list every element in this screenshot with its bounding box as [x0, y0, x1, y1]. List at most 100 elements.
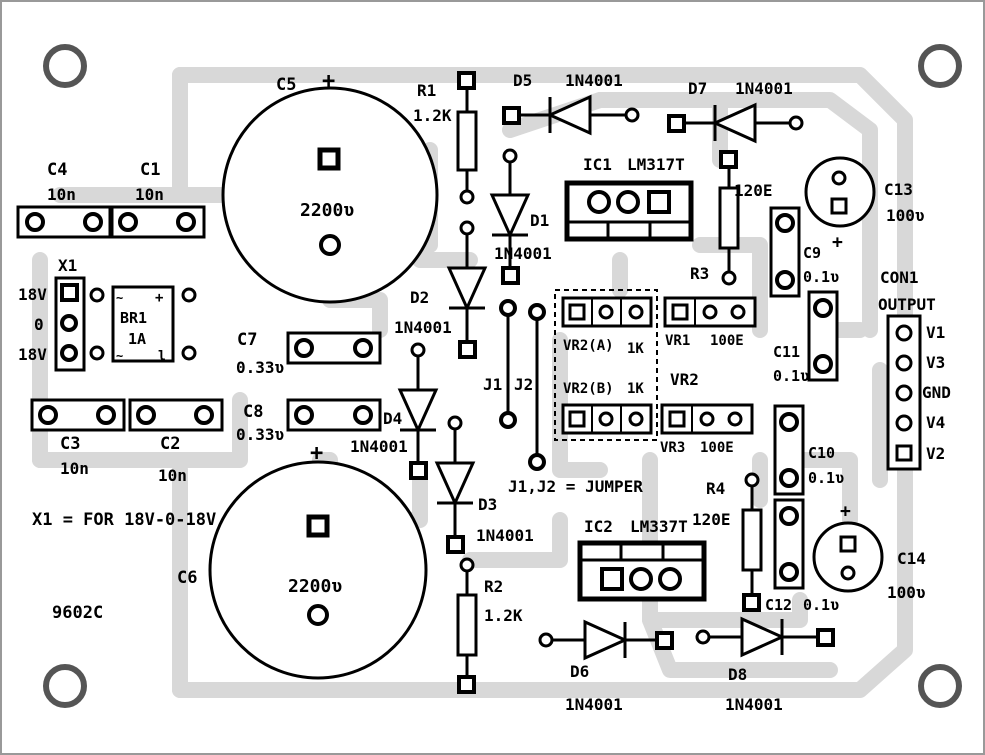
d2-value: 1N4001 [394, 318, 452, 337]
diode-d5: D5 1N4001 [502, 71, 640, 136]
c9-value: 0.1ʋ [803, 268, 839, 286]
ic1-value: LM317T [627, 155, 685, 174]
bridge-rectifier-br1: ~ ~ + l BR1 1A [89, 285, 197, 364]
c13-ref: C13 [884, 180, 913, 199]
diode-d4: D4 1N4001 [350, 342, 439, 480]
mount-hole [918, 44, 962, 88]
potentiometer-vr3: VR3 100E [660, 403, 754, 456]
d6-ref: D6 [570, 662, 589, 681]
con1-pin-v3: V3 [926, 353, 945, 372]
diode-d1: D1 1N4001 [489, 148, 552, 285]
resistor-r2: R2 1.2K [456, 557, 523, 694]
c1-ref: C1 [140, 160, 160, 180]
j1-ref: J1 [483, 375, 502, 394]
d8-value: 1N4001 [725, 695, 783, 714]
capacitor-c7: C7 0.33ʋ [236, 330, 382, 377]
vr3-ref: VR3 [660, 440, 685, 456]
c10-ref: C10 [808, 444, 835, 462]
c2-value: 10n [158, 466, 187, 485]
c10-value: 0.1ʋ [808, 469, 844, 487]
capacitor-c3: C3 10n [30, 398, 126, 478]
r3-value: 120E [734, 181, 773, 200]
svg-text:~: ~ [116, 291, 123, 305]
vr2-ref: VR2 [670, 370, 699, 389]
capacitor-c14: + C14 100ʋ [812, 501, 926, 602]
capacitor-c8: C8 0.33ʋ [236, 398, 382, 444]
ic1-ref: IC1 [583, 155, 612, 174]
board-id: 9602C [52, 603, 103, 623]
r1-value: 1.2K [413, 106, 452, 125]
regulator-ic1: IC1 LM317T [564, 155, 694, 242]
mount-hole [43, 664, 87, 708]
br1-value: 1A [128, 330, 146, 348]
diode-d7: D7 1N4001 [667, 79, 804, 144]
diode-d3: D3 1N4001 [434, 415, 534, 554]
d1-ref: D1 [530, 211, 549, 230]
resistor-r3: R3 120E [690, 150, 773, 286]
c6-plus: + [310, 441, 323, 466]
r4-value: 120E [692, 510, 731, 529]
c14-plus: + [840, 501, 851, 522]
c14-value: 100ʋ [887, 583, 926, 602]
r3-ref: R3 [690, 264, 709, 283]
con1-pin-v2: V2 [926, 444, 945, 463]
d4-ref: D4 [383, 409, 402, 428]
con1-pin-v1: V1 [926, 323, 945, 342]
mounting-holes [43, 44, 962, 708]
connector-x1: X1 18V 0 18V [18, 256, 86, 372]
d4-value: 1N4001 [350, 437, 408, 456]
mount-hole [918, 664, 962, 708]
vr1-value: 100E [710, 333, 744, 349]
con1-ref: CON1 [880, 268, 919, 287]
c4-value: 10n [47, 185, 76, 204]
capacitor-c13: + C13 100ʋ [804, 156, 925, 253]
ic2-ref: IC2 [584, 517, 613, 536]
resistor-r4: R4 120E [692, 472, 763, 612]
j2-ref: J2 [514, 375, 533, 394]
x1-ref: X1 [58, 256, 77, 275]
capacitor-c5: C5 + 2200ʋ [221, 69, 439, 304]
c4-ref: C4 [47, 160, 67, 180]
capacitor-c10: C10 0.1ʋ [773, 404, 844, 496]
c3-value: 10n [60, 459, 89, 478]
r1-ref: R1 [417, 81, 436, 100]
c6-ref: C6 [177, 568, 197, 588]
r2-value: 1.2K [484, 606, 523, 625]
c5-ref: C5 [276, 75, 296, 95]
capacitor-c1: C1 10n [110, 160, 206, 239]
c12-ref: C12 [765, 596, 792, 614]
diode-d2: D2 1N4001 [394, 220, 488, 359]
capacitor-c11: C11 0.1ʋ [773, 290, 839, 385]
capacitor-c12: C12 0.1ʋ [765, 498, 839, 614]
c1-value: 10n [135, 185, 164, 204]
c12-value: 0.1ʋ [803, 596, 839, 614]
potentiometer-vr2: VR2(A) 1K VR2(B) 1K VR2 [554, 289, 699, 441]
capacitor-c6: C6 + 2200ʋ [177, 441, 428, 680]
vr2b-ref: VR2(B) [563, 381, 614, 397]
c9-ref: C9 [803, 244, 821, 262]
d5-value: 1N4001 [565, 71, 623, 90]
c11-ref: C11 [773, 343, 800, 361]
c11-value: 0.1ʋ [773, 367, 809, 385]
ic2-value: LM337T [630, 517, 688, 536]
vr2a-value: 1K [627, 341, 644, 357]
output-connector-con1: CON1 OUTPUT V1 V3 GND V4 V2 [878, 268, 951, 471]
c6-value: 2200ʋ [288, 576, 342, 597]
d6-value: 1N4001 [565, 695, 623, 714]
d5-ref: D5 [513, 71, 532, 90]
r4-ref: R4 [706, 479, 725, 498]
br1-minus: l [158, 349, 166, 364]
c3-ref: C3 [60, 434, 80, 454]
vr1-ref: VR1 [665, 333, 690, 349]
resistor-r1: R1 1.2K [413, 71, 478, 205]
con1-pin-v4: V4 [926, 413, 945, 432]
c5-plus: + [322, 69, 335, 94]
capacitor-c4: C4 10n [16, 160, 112, 239]
d8-ref: D8 [728, 665, 747, 684]
capacitor-c2: C2 10n [128, 398, 224, 485]
c8-value: 0.33ʋ [236, 425, 284, 444]
br1-ref: BR1 [120, 309, 147, 327]
r2-ref: R2 [484, 577, 503, 596]
potentiometer-vr1: VR1 100E [663, 296, 757, 349]
